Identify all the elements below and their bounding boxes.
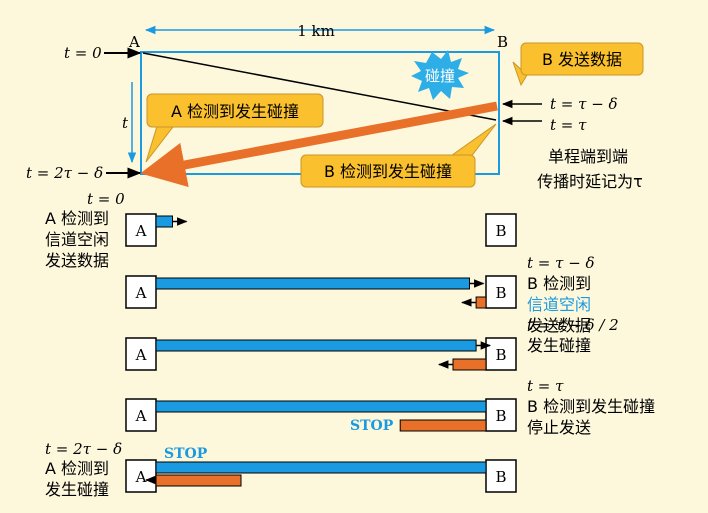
distance-label: 1 km — [297, 22, 335, 40]
a-signal-bar — [155, 339, 477, 352]
collision-burst-label: 碰撞 — [425, 67, 455, 85]
propagation-note-line1: 单程端到端 — [548, 147, 628, 166]
station-b-box — [485, 337, 517, 371]
station-b-label: B — [495, 346, 506, 364]
left-caption-line: A 检测到 — [45, 459, 109, 478]
b-signal-bar — [452, 358, 487, 371]
collision-burst-icon — [411, 50, 469, 100]
callout-a-detect-text: A 检测到发生碰撞 — [171, 102, 299, 121]
a-signal-bar — [155, 215, 173, 228]
station-b-label: B — [495, 468, 506, 486]
left-caption-line: 信道空闲 — [45, 230, 109, 249]
station-b-label: B — [495, 222, 506, 240]
stop-label: STOP — [164, 446, 208, 462]
callout-b-detect: B 检测到发生碰撞 — [300, 123, 497, 188]
right-time-label: t = τ − δ / 2 — [527, 316, 619, 334]
station-a-label: A — [135, 346, 147, 364]
point-b-label: B — [497, 33, 508, 51]
left-time-label: t = 0 — [87, 190, 125, 208]
callout-a-detect: A 检测到发生碰撞 — [145, 93, 324, 163]
a-signal-bar — [155, 461, 487, 474]
point-a-label: A — [128, 33, 140, 51]
b-signal-arrow — [140, 101, 498, 188]
callout-b-send: B 发送数据 — [512, 42, 644, 87]
station-a-box — [125, 337, 157, 371]
b-signal-bar — [475, 296, 487, 309]
right-caption-line: B 检测到 — [527, 274, 591, 293]
left-caption-line: 发送数据 — [45, 251, 109, 270]
a-signal-line — [142, 52, 497, 121]
b-signal-bar — [399, 419, 487, 432]
left-time-label: t = 2τ − δ — [45, 440, 122, 458]
b-signal-at-a-bar — [155, 474, 242, 487]
time-axis-label: t — [122, 114, 129, 132]
right-caption-line: 信道空闲 — [527, 295, 591, 314]
station-b-box — [485, 213, 517, 247]
right-caption-line: 停止发送 — [527, 418, 591, 437]
right-caption-line: B 检测到发生碰撞 — [527, 397, 655, 416]
right-time-label: t = τ − δ — [527, 254, 595, 272]
station-b-box — [485, 398, 517, 432]
t-tau-minus-delta-label: t = τ − δ — [550, 95, 618, 113]
top-timeline: 1 km A B t t = 0 t = 2τ − δ t = τ − δ t … — [26, 22, 644, 191]
callout-b-detect-text: B 检测到发生碰撞 — [324, 162, 452, 181]
station-a-box — [125, 213, 157, 247]
t0-label: t = 0 — [64, 44, 102, 62]
station-a-label: A — [135, 407, 147, 425]
right-caption-line: 发送数据 — [527, 316, 591, 335]
station-a-box — [125, 275, 157, 309]
station-b-label: B — [495, 407, 506, 425]
left-caption-line: 发生碰撞 — [45, 480, 109, 499]
t-tau-label: t = τ — [550, 116, 587, 134]
callout-b-send-text: B 发送数据 — [542, 50, 622, 69]
a-signal-bar — [155, 400, 487, 413]
station-a-box — [125, 398, 157, 432]
station-a-label: A — [135, 284, 147, 302]
t-2tau-label: t = 2τ − δ — [26, 164, 103, 182]
station-b-box — [485, 459, 517, 493]
propagation-note-line2: 传播时延记为τ — [537, 172, 643, 191]
right-time-label: t = τ — [527, 377, 564, 395]
station-b-box — [485, 275, 517, 309]
stop-label: STOP — [350, 418, 394, 434]
station-a-label: A — [135, 468, 147, 486]
right-caption-line: 发生碰撞 — [527, 336, 591, 355]
station-a-label: A — [135, 222, 147, 240]
left-caption-line: A 检测到 — [45, 209, 109, 228]
a-signal-bar — [155, 277, 470, 290]
station-b-label: B — [495, 284, 506, 302]
